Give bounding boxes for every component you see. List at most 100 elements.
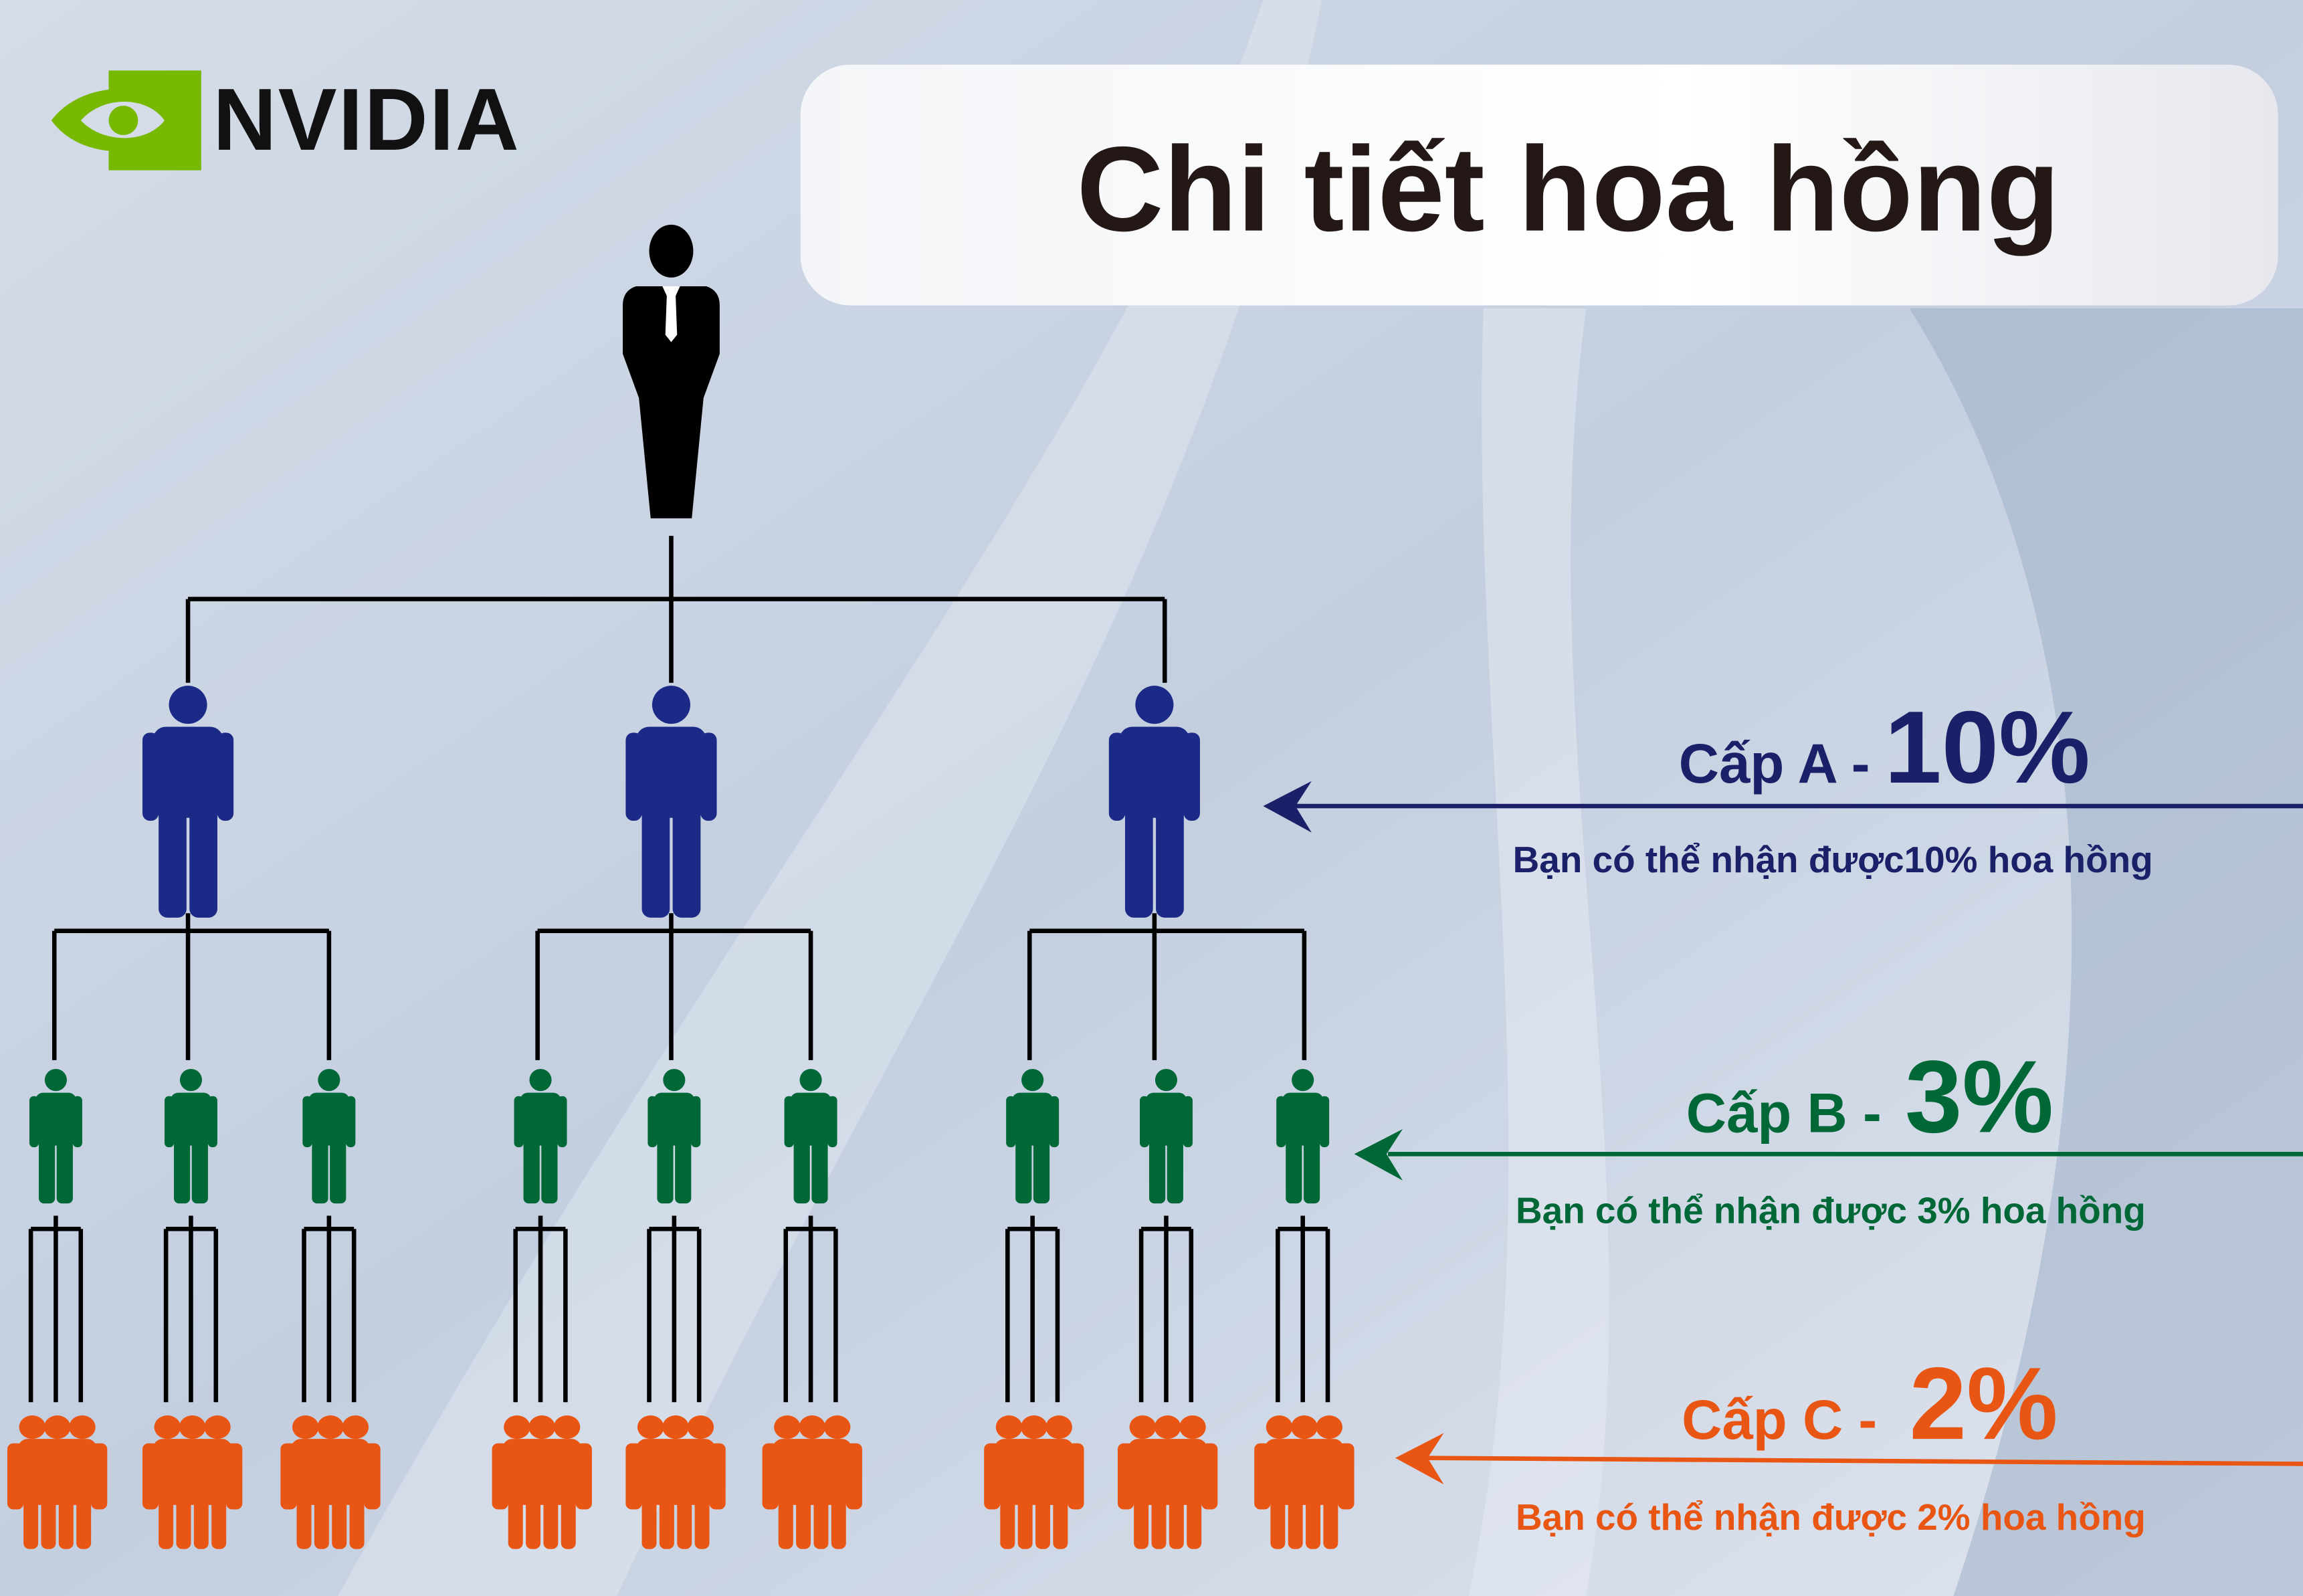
person-arm xyxy=(91,1443,108,1510)
person-head xyxy=(179,1415,206,1439)
person-leg xyxy=(1323,1487,1338,1549)
person-head xyxy=(529,1068,552,1092)
person-leg xyxy=(330,1138,346,1204)
person-arm xyxy=(492,1443,508,1510)
level-a: Cấp A - 10% Bạn có thể nhận được10% hoa … xyxy=(1263,690,2303,880)
person-leg xyxy=(312,1138,328,1204)
level-a-person-icon xyxy=(1108,686,1200,918)
person-head xyxy=(504,1415,530,1439)
level-c-percent: 2% xyxy=(1910,1346,2058,1461)
level-c-description: Bạn có thể nhận được 2% hoa hồng xyxy=(1516,1496,2146,1538)
person-leg xyxy=(793,1138,810,1204)
person-arm xyxy=(1183,732,1200,821)
person-head xyxy=(687,1415,714,1439)
person-head xyxy=(649,224,694,278)
page-title: Chi tiết hoa hồng xyxy=(1077,122,2060,257)
user-group-icon xyxy=(625,1415,726,1549)
person-head xyxy=(528,1415,556,1439)
person-leg xyxy=(189,806,217,918)
user-group-icon xyxy=(7,1415,108,1549)
person-leg xyxy=(314,1487,329,1549)
person-leg xyxy=(641,1487,657,1549)
person-arm xyxy=(302,1096,312,1148)
level-b-label: Cấp B - xyxy=(1686,1081,1882,1144)
person-arm xyxy=(625,732,642,821)
background-wave xyxy=(1468,308,1609,1596)
person-head xyxy=(1154,1415,1181,1439)
arrow-left-icon xyxy=(1263,781,1312,833)
level-b-person-icon xyxy=(514,1068,567,1204)
person-head xyxy=(663,1068,686,1092)
level-a-person-icon xyxy=(625,686,717,918)
person-torso xyxy=(308,1092,350,1146)
person-head xyxy=(179,1068,203,1092)
person-leg xyxy=(672,806,701,918)
person-arm xyxy=(827,1096,837,1148)
person-arm xyxy=(142,1443,159,1510)
person-leg xyxy=(211,1487,227,1549)
logo-eye-pupil xyxy=(108,106,138,135)
person-leg xyxy=(1017,1487,1033,1549)
arrow-left-icon xyxy=(1395,1433,1444,1485)
person-arm xyxy=(1201,1443,1218,1510)
top-person-icon xyxy=(623,224,720,518)
person-torso xyxy=(1012,1092,1054,1146)
person-leg xyxy=(1033,1138,1050,1204)
person-leg xyxy=(1015,1138,1032,1204)
user-group-icon xyxy=(1254,1415,1355,1549)
person-arm xyxy=(346,1096,356,1148)
person-head xyxy=(317,1415,344,1439)
person-leg xyxy=(543,1487,559,1549)
person-torso xyxy=(1282,1092,1324,1146)
person-head xyxy=(774,1415,801,1439)
background-wave xyxy=(338,0,1322,1596)
person-head xyxy=(1045,1415,1072,1439)
person-head xyxy=(1316,1415,1342,1439)
person-leg xyxy=(796,1487,811,1549)
person-head xyxy=(342,1415,369,1439)
person-torso xyxy=(153,726,223,818)
person-arm xyxy=(1338,1443,1355,1510)
person-arm xyxy=(280,1443,297,1510)
person-leg xyxy=(58,1487,74,1549)
person-arm xyxy=(1117,1443,1134,1510)
level-b-percent: 3% xyxy=(1905,1039,2054,1154)
nvidia-logo: NVIDIA xyxy=(51,70,519,171)
person-leg xyxy=(349,1487,365,1549)
person-leg xyxy=(76,1487,92,1549)
level-b-person-icon xyxy=(302,1068,356,1204)
person-arm xyxy=(984,1443,1001,1510)
person-arm xyxy=(1068,1443,1084,1510)
person-torso xyxy=(170,1092,212,1146)
level-b-person-icon xyxy=(29,1068,82,1204)
person-head xyxy=(662,1415,689,1439)
person-leg xyxy=(526,1487,541,1549)
person-head xyxy=(318,1068,340,1092)
person-leg xyxy=(1187,1487,1202,1549)
person-leg xyxy=(778,1487,793,1549)
person-arm xyxy=(226,1443,243,1510)
title-banner xyxy=(800,64,2278,306)
user-group-icon xyxy=(142,1415,243,1549)
person-arm xyxy=(1276,1096,1286,1148)
background-wave xyxy=(1909,308,2303,1596)
group-torso xyxy=(17,1439,97,1505)
person-leg xyxy=(677,1487,692,1549)
person-arm xyxy=(142,732,159,821)
person-leg xyxy=(1124,806,1153,918)
group-torso xyxy=(994,1439,1074,1505)
person-leg xyxy=(813,1487,829,1549)
person-head xyxy=(19,1415,46,1439)
group-torso xyxy=(290,1439,371,1505)
person-leg xyxy=(1169,1487,1184,1549)
person-head xyxy=(652,686,691,724)
level-b: Cấp B - 3% Bạn có thể nhận được 3% hoa h… xyxy=(1354,1039,2303,1231)
person-leg xyxy=(523,1138,540,1204)
person-leg xyxy=(641,806,670,918)
person-leg xyxy=(1035,1487,1050,1549)
level-b-person-icon xyxy=(1276,1068,1330,1204)
person-leg xyxy=(1156,806,1184,918)
person-leg xyxy=(508,1487,523,1549)
person-head xyxy=(1135,686,1174,724)
person-head xyxy=(637,1415,664,1439)
